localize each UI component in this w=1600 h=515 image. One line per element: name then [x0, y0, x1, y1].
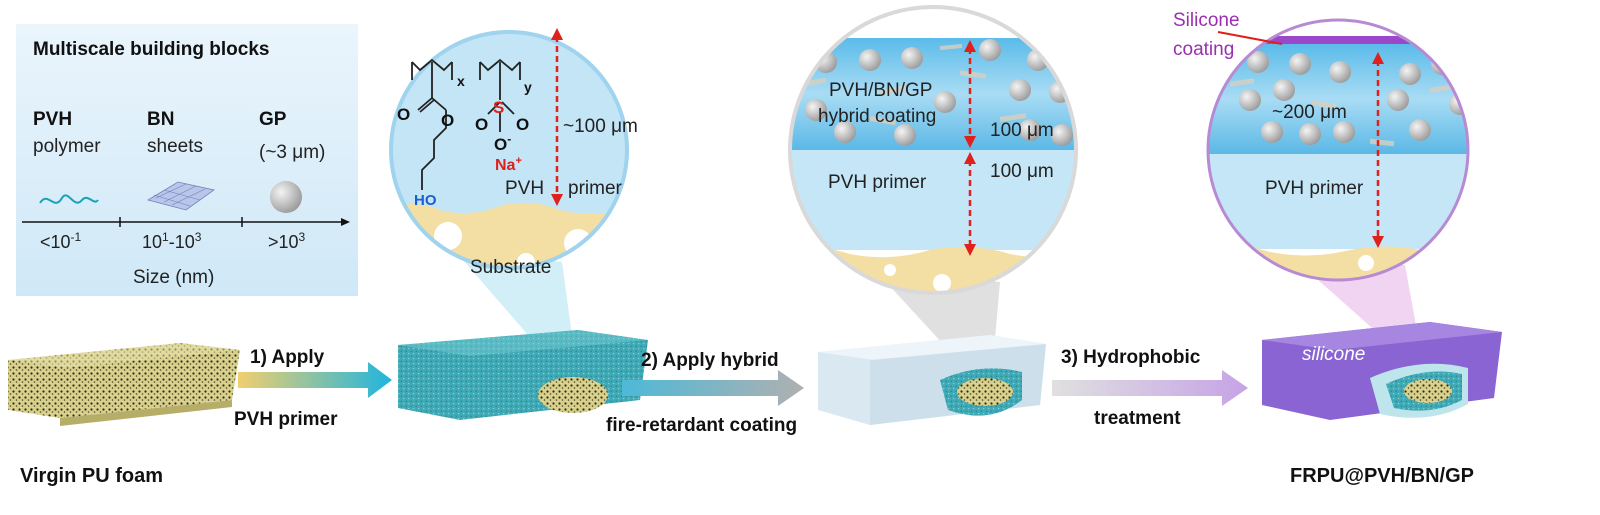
graphite-particles — [1239, 51, 1468, 145]
sulfur-label: S — [493, 98, 504, 117]
gp-desc: (~3 μm) — [259, 142, 325, 163]
size-axis-arrowhead — [341, 218, 350, 226]
arrowhead-up — [551, 28, 563, 40]
pvh-molecule — [411, 58, 521, 190]
substrate-label: Substrate — [470, 257, 551, 278]
primer-label: PVH primer — [1265, 178, 1364, 199]
final-foam-label: FRPU@PVH/BN/GP — [1290, 465, 1474, 487]
silicone-pointer-line — [1217, 31, 1283, 45]
hybrid-coating-label-line1: PVH/BN/GP — [829, 80, 932, 101]
oxygen-label: O — [516, 115, 529, 134]
pvh-name: PVH — [33, 109, 72, 130]
primer-thickness-label: 100 μm — [990, 161, 1054, 182]
legend-background — [16, 24, 358, 296]
arrowhead-down — [964, 244, 976, 256]
bn-sheet-icon — [146, 181, 215, 211]
virgin-foam-block — [8, 343, 240, 426]
primer-coated-foam-block — [398, 330, 648, 420]
final-foam-block: silicone — [1262, 322, 1502, 420]
oxygen-label: O — [441, 111, 454, 130]
arrowhead-up — [964, 152, 976, 164]
step1-label-line2: PVH primer — [234, 409, 338, 430]
virgin-foam-label: Virgin PU foam — [20, 465, 163, 487]
step3-label-line1: 3) Hydrophobic — [1061, 347, 1201, 368]
step1-label-line1: 1) Apply — [250, 347, 325, 368]
hybrid-coating-label-line2: hybrid coating — [818, 106, 936, 127]
x-subscript: x — [457, 73, 465, 89]
total-thickness-label: ~200 μm — [1272, 102, 1347, 123]
silicone-coating-label-line2: coating — [1173, 39, 1234, 60]
silicone-layer — [1208, 36, 1468, 44]
foam-cutaway-core — [1404, 379, 1452, 403]
coating-thickness-label: 100 μm — [990, 120, 1054, 141]
gp-name: GP — [259, 109, 287, 130]
oxygen-label: O- — [494, 132, 511, 154]
polymer-chain-icon — [39, 194, 99, 204]
hydroxyl-label: HO — [414, 192, 437, 209]
bn-name: BN — [147, 109, 174, 130]
pvh-primer-layer — [1208, 154, 1468, 249]
bn-desc: sheets — [147, 136, 203, 157]
graphite-particle-icon — [270, 181, 302, 213]
arrowhead-down — [551, 194, 563, 206]
pvh-size-label: <10-1 — [40, 230, 82, 252]
primer-label-pvh: PVH — [505, 178, 544, 199]
bn-size-label: 101-103 — [142, 230, 202, 252]
arrowhead-up — [1372, 52, 1384, 64]
step1-arrow — [238, 362, 392, 398]
primer-thickness-label: ~100 μm — [563, 116, 638, 137]
pvh-desc: polymer — [33, 136, 101, 157]
legend-title: Multiscale building blocks — [33, 39, 269, 60]
silicone-coating-label-line1: Silicone — [1173, 10, 1240, 31]
pvh-primer-layer — [790, 150, 1076, 250]
step2-label-line2: fire-retardant coating — [606, 415, 797, 436]
gp-size-label: >103 — [268, 230, 306, 252]
primer-label: PVH primer — [828, 172, 927, 193]
step3-arrow — [1052, 370, 1248, 406]
foam-cutaway-core — [957, 378, 1013, 406]
step3-label-line2: treatment — [1094, 408, 1181, 429]
legend-panel: Multiscale building blocks PVH polymer B… — [16, 24, 358, 296]
foam-cutaway — [538, 377, 608, 413]
zoom1-border — [389, 30, 629, 270]
zoom2-magnifier: PVH/BN/GP hybrid coating 100 μm 100 μm P… — [788, 5, 1078, 295]
zoom3-border — [1206, 18, 1470, 282]
step2-arrow — [622, 370, 804, 406]
arrowhead-up — [964, 40, 976, 52]
hybrid-coated-foam-block — [818, 335, 1046, 425]
zoom3-magnifier: ~200 μm PVH primer Silicone coating — [1173, 10, 1470, 282]
arrowhead-down — [964, 136, 976, 148]
arrowhead-down — [1372, 236, 1384, 248]
zoom2-border — [788, 5, 1078, 295]
oxygen-label: O — [397, 105, 410, 124]
y-subscript: y — [524, 79, 532, 95]
oxygen-label: O — [475, 115, 488, 134]
size-axis-label: Size (nm) — [133, 267, 214, 288]
bn-sheets — [1229, 78, 1455, 147]
zoom1-magnifier: O O x y S O O O- Na+ HO ~100 μm PVH prim… — [389, 28, 638, 278]
sodium-label: Na+ — [495, 155, 522, 174]
step2-label-line1: 2) Apply hybrid — [641, 350, 779, 371]
silicone-label: silicone — [1302, 344, 1365, 365]
primer-label-primer: primer — [568, 178, 623, 199]
